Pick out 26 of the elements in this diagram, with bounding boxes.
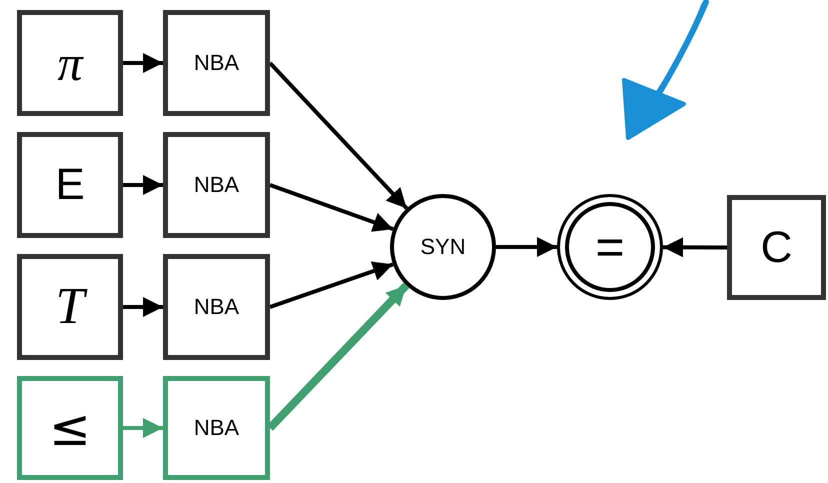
node-label: NBA bbox=[194, 296, 240, 318]
process-box bbox=[163, 132, 270, 238]
node-label: NBA bbox=[194, 417, 240, 439]
process-box bbox=[17, 10, 123, 116]
node-label: NBA bbox=[194, 174, 240, 196]
node-label: = bbox=[595, 222, 625, 272]
arrow bbox=[496, 237, 557, 257]
process-box bbox=[17, 376, 123, 480]
node-label: C bbox=[760, 226, 792, 270]
node-label: SYN bbox=[420, 236, 466, 258]
process-box bbox=[163, 254, 270, 360]
process-box bbox=[163, 10, 270, 116]
arrow bbox=[123, 297, 163, 317]
node-label: NBA bbox=[194, 52, 240, 74]
node-label: ≤ bbox=[49, 403, 91, 453]
node-label: π bbox=[57, 38, 83, 88]
arrow bbox=[123, 418, 163, 438]
process-box bbox=[17, 132, 123, 238]
arrow bbox=[123, 53, 163, 73]
arrow bbox=[123, 175, 163, 195]
arrow bbox=[268, 62, 408, 210]
node-label: E bbox=[55, 163, 85, 207]
process-box bbox=[163, 376, 270, 480]
process-box bbox=[727, 195, 826, 300]
arrow bbox=[662, 237, 727, 258]
process-box bbox=[17, 254, 123, 360]
